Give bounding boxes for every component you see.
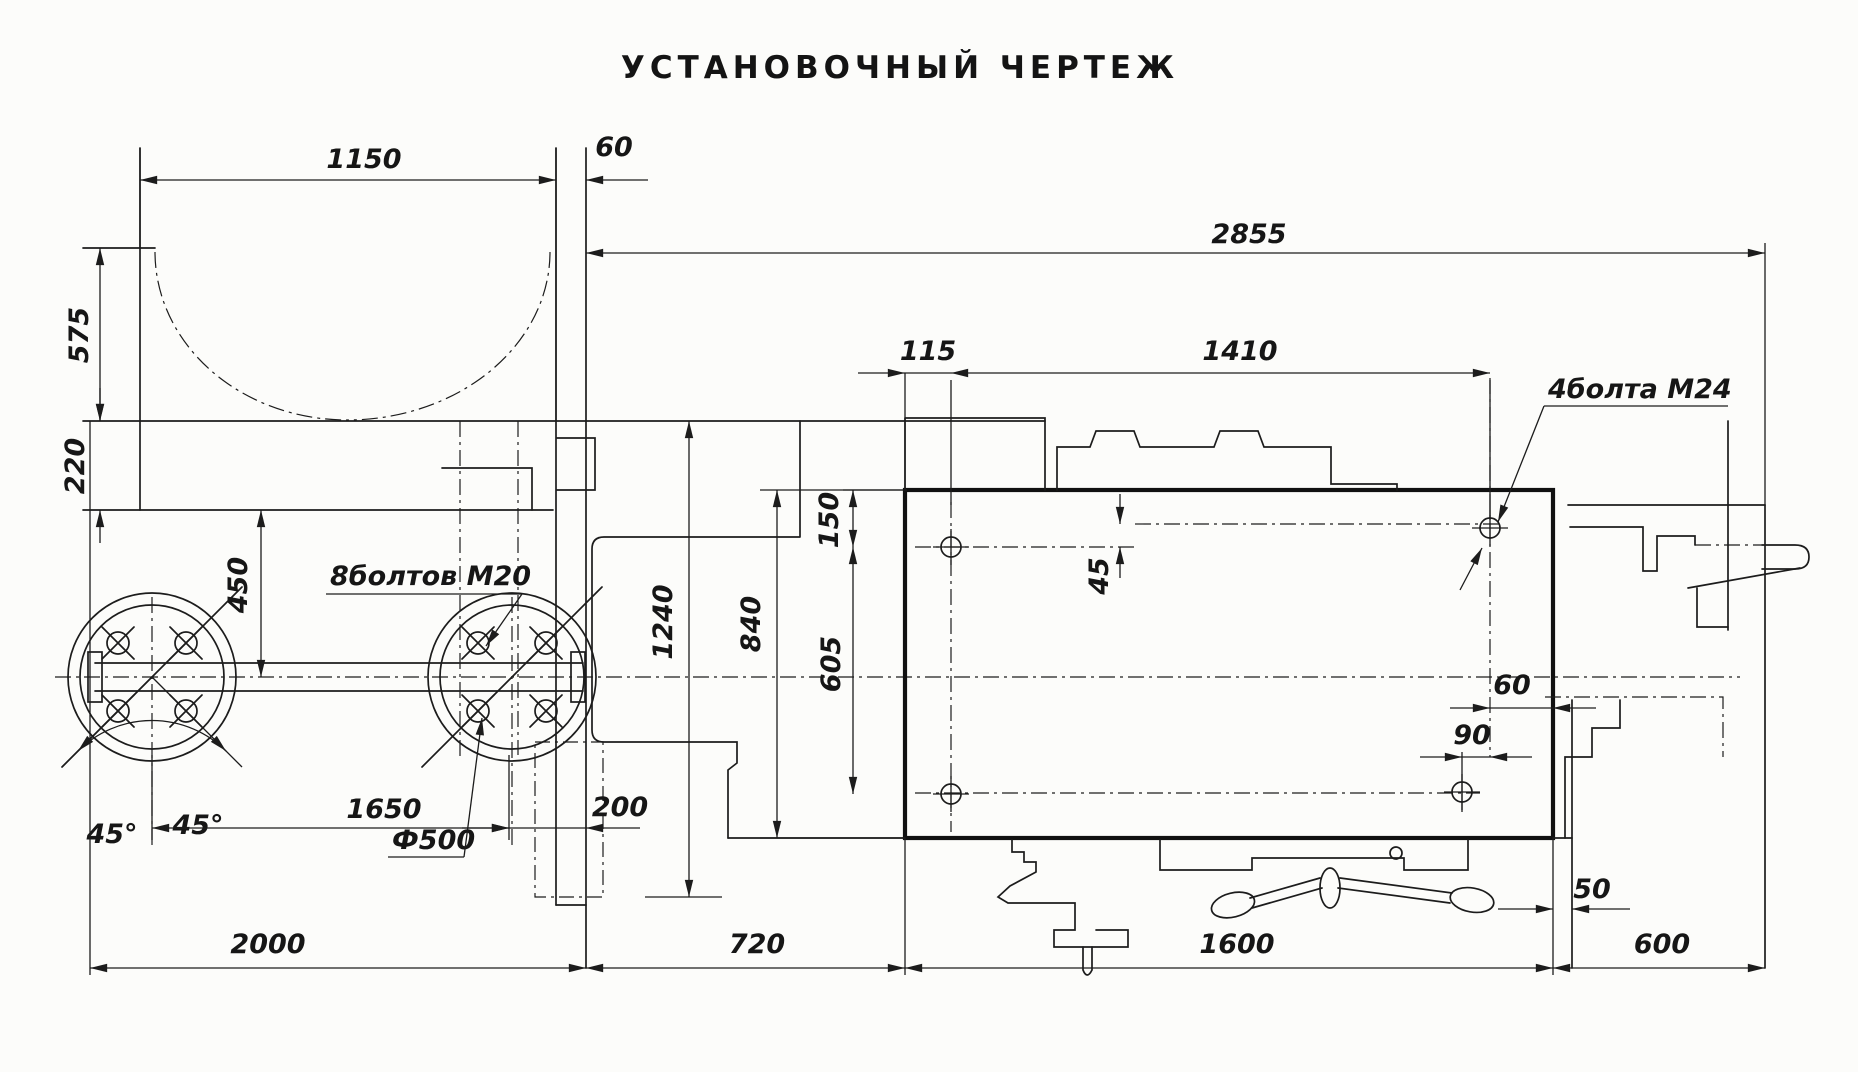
- dim-2000: 2000: [230, 929, 305, 960]
- plan-view: [591, 378, 1810, 976]
- dim-575: 575: [64, 307, 95, 363]
- note-4-bolts-m24: 4болта М24: [1547, 374, 1732, 405]
- dim-1150: 1150: [326, 144, 401, 175]
- dim-2855: 2855: [1211, 219, 1286, 250]
- anchor-holes: [933, 510, 1508, 812]
- tailstock-outline: [1545, 420, 1810, 969]
- dim-1650: 1650: [346, 794, 421, 825]
- tailstock-steps: [1569, 526, 1696, 572]
- note-dia-500: Ф500: [392, 825, 475, 856]
- tailstock-hidden-lower: [1545, 696, 1724, 757]
- dim-45deg-right: 45°: [171, 810, 223, 841]
- apron-outline: [996, 839, 1495, 976]
- dim-605: 605: [816, 636, 847, 692]
- base-plate: [902, 487, 1556, 841]
- apron-pin: [1082, 946, 1093, 976]
- tailstock-foot-steps: [1564, 699, 1621, 839]
- bed-rail-section: [556, 437, 596, 491]
- dim-840: 840: [736, 596, 767, 652]
- dim-60-top: 60: [595, 132, 633, 163]
- annotations: 8болтов М20 Ф500 4болта М24: [326, 374, 1732, 858]
- dim-200: 200: [592, 792, 648, 823]
- pedestal-hidden: [534, 741, 604, 898]
- dim-600: 600: [1634, 929, 1690, 960]
- bed-top-profile: [1056, 430, 1398, 491]
- shaft-end-left: [87, 651, 103, 703]
- quill-rounded-end: [1761, 544, 1810, 570]
- dimensions: 1150 60 575 220 450 1650 200 2000 720 16…: [60, 132, 1766, 975]
- dim-115: 115: [900, 336, 956, 367]
- flange-right: [421, 586, 603, 845]
- shaft-end-right: [570, 651, 586, 703]
- dim-450: 450: [223, 557, 254, 614]
- dim-60-right: 60: [1493, 670, 1531, 701]
- apron-tray: [1159, 839, 1469, 871]
- dim-50: 50: [1573, 874, 1611, 905]
- dim-90: 90: [1453, 720, 1491, 751]
- swing-arc-right: [346, 251, 551, 421]
- dim-45deg-left: 45°: [85, 819, 137, 850]
- swing-arc-left: [154, 251, 348, 421]
- dim-1410: 1410: [1202, 336, 1277, 367]
- dim-1240: 1240: [648, 584, 679, 659]
- dim-45: 45: [1084, 557, 1115, 596]
- headstock-box: [904, 417, 1046, 491]
- tie-shaft: [94, 662, 584, 692]
- dim-150: 150: [814, 492, 845, 548]
- note-8-bolts-m20: 8болтов М20: [330, 561, 531, 592]
- dim-720: 720: [729, 929, 785, 960]
- dim-220: 220: [60, 438, 91, 494]
- gearbox-outline: [591, 420, 801, 839]
- dim-1600: 1600: [1199, 929, 1274, 960]
- tailstock-diagonal: [1687, 567, 1801, 589]
- end-view: 45° 45°: [55, 147, 1740, 969]
- apron-left-bracket: [996, 839, 1129, 948]
- tailstock-lower-step: [1696, 587, 1729, 628]
- chuck-section-box: [441, 467, 533, 511]
- handwheel-levers: [1210, 846, 1495, 919]
- drawing-title: УСТАНОВОЧНЫЙ ЧЕРТЕЖ: [621, 50, 1179, 86]
